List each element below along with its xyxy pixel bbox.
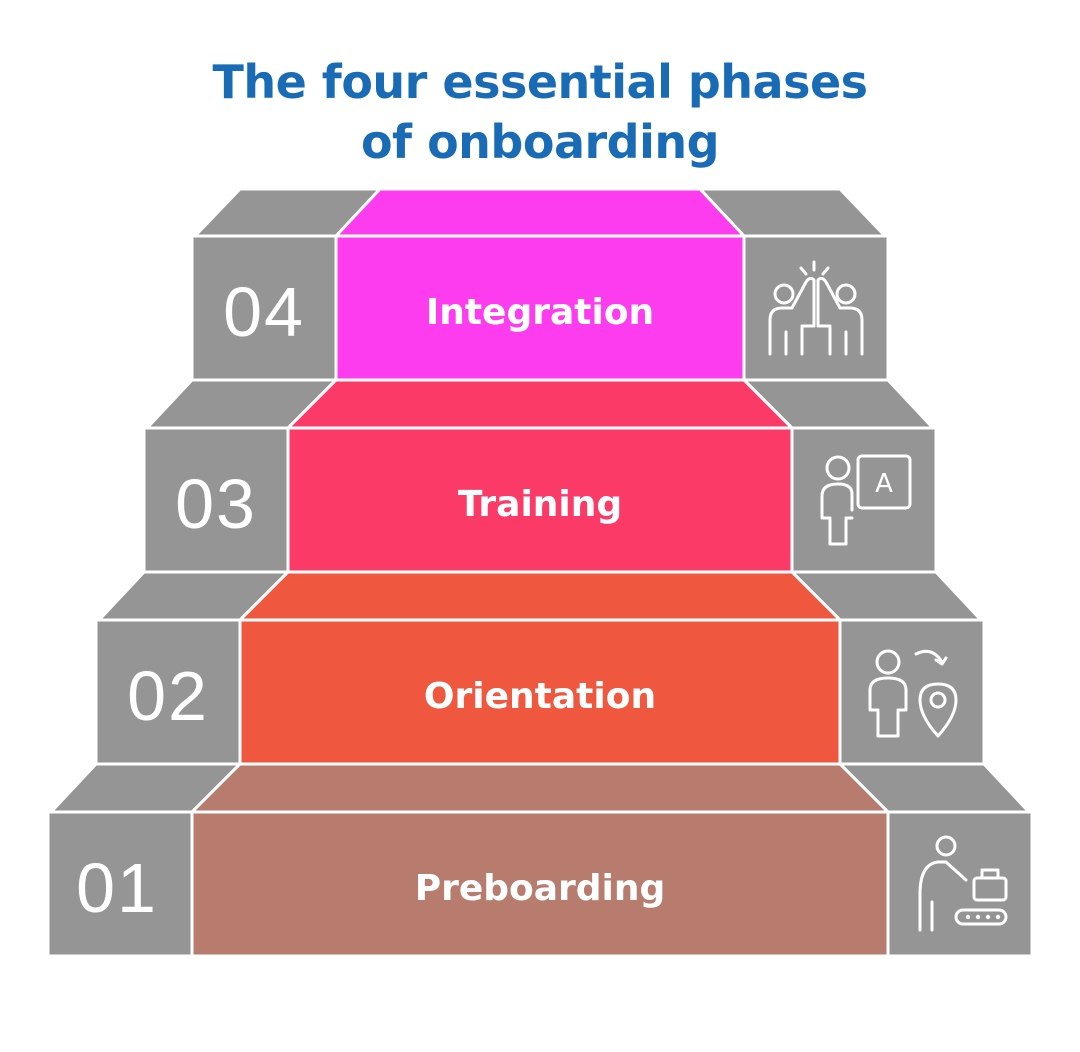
step-04-center-top bbox=[332, 187, 748, 238]
title-line-1: The four essential phases bbox=[212, 55, 868, 109]
step-04 bbox=[190, 187, 890, 382]
step-03-label: Training bbox=[458, 484, 622, 525]
person-whiteboard-icon: A bbox=[820, 454, 912, 546]
person-location-pin-icon bbox=[868, 649, 958, 738]
step-02-number: 02 bbox=[127, 657, 209, 735]
page-title: The four essential phases of onboarding bbox=[0, 52, 1080, 172]
step-02-right-face bbox=[838, 618, 986, 766]
step-03-center-top bbox=[284, 378, 796, 430]
step-01-right-face bbox=[886, 810, 1034, 958]
step-04-number: 04 bbox=[223, 273, 305, 351]
step-03-right-face bbox=[790, 426, 938, 574]
step-02 bbox=[94, 570, 986, 766]
step-04-right-face bbox=[742, 234, 890, 382]
step-01-left-face bbox=[46, 810, 194, 958]
step-03-number: 03 bbox=[175, 465, 257, 543]
step-01 bbox=[46, 762, 1034, 958]
high-five-icon bbox=[768, 260, 864, 356]
title-line-2: of onboarding bbox=[360, 115, 720, 169]
step-01-label: Preboarding bbox=[415, 868, 666, 909]
step-02-center-face bbox=[238, 618, 842, 766]
step-04-label: Integration bbox=[426, 292, 654, 333]
step-01-center-top bbox=[188, 762, 892, 814]
step-02-center-top bbox=[236, 570, 844, 622]
step-01-number: 01 bbox=[76, 849, 158, 927]
person-baggage-conveyor-icon bbox=[918, 835, 1008, 932]
step-03 bbox=[142, 378, 938, 574]
step-02-label: Orientation bbox=[424, 676, 656, 717]
whiteboard-letter: A bbox=[875, 469, 893, 499]
